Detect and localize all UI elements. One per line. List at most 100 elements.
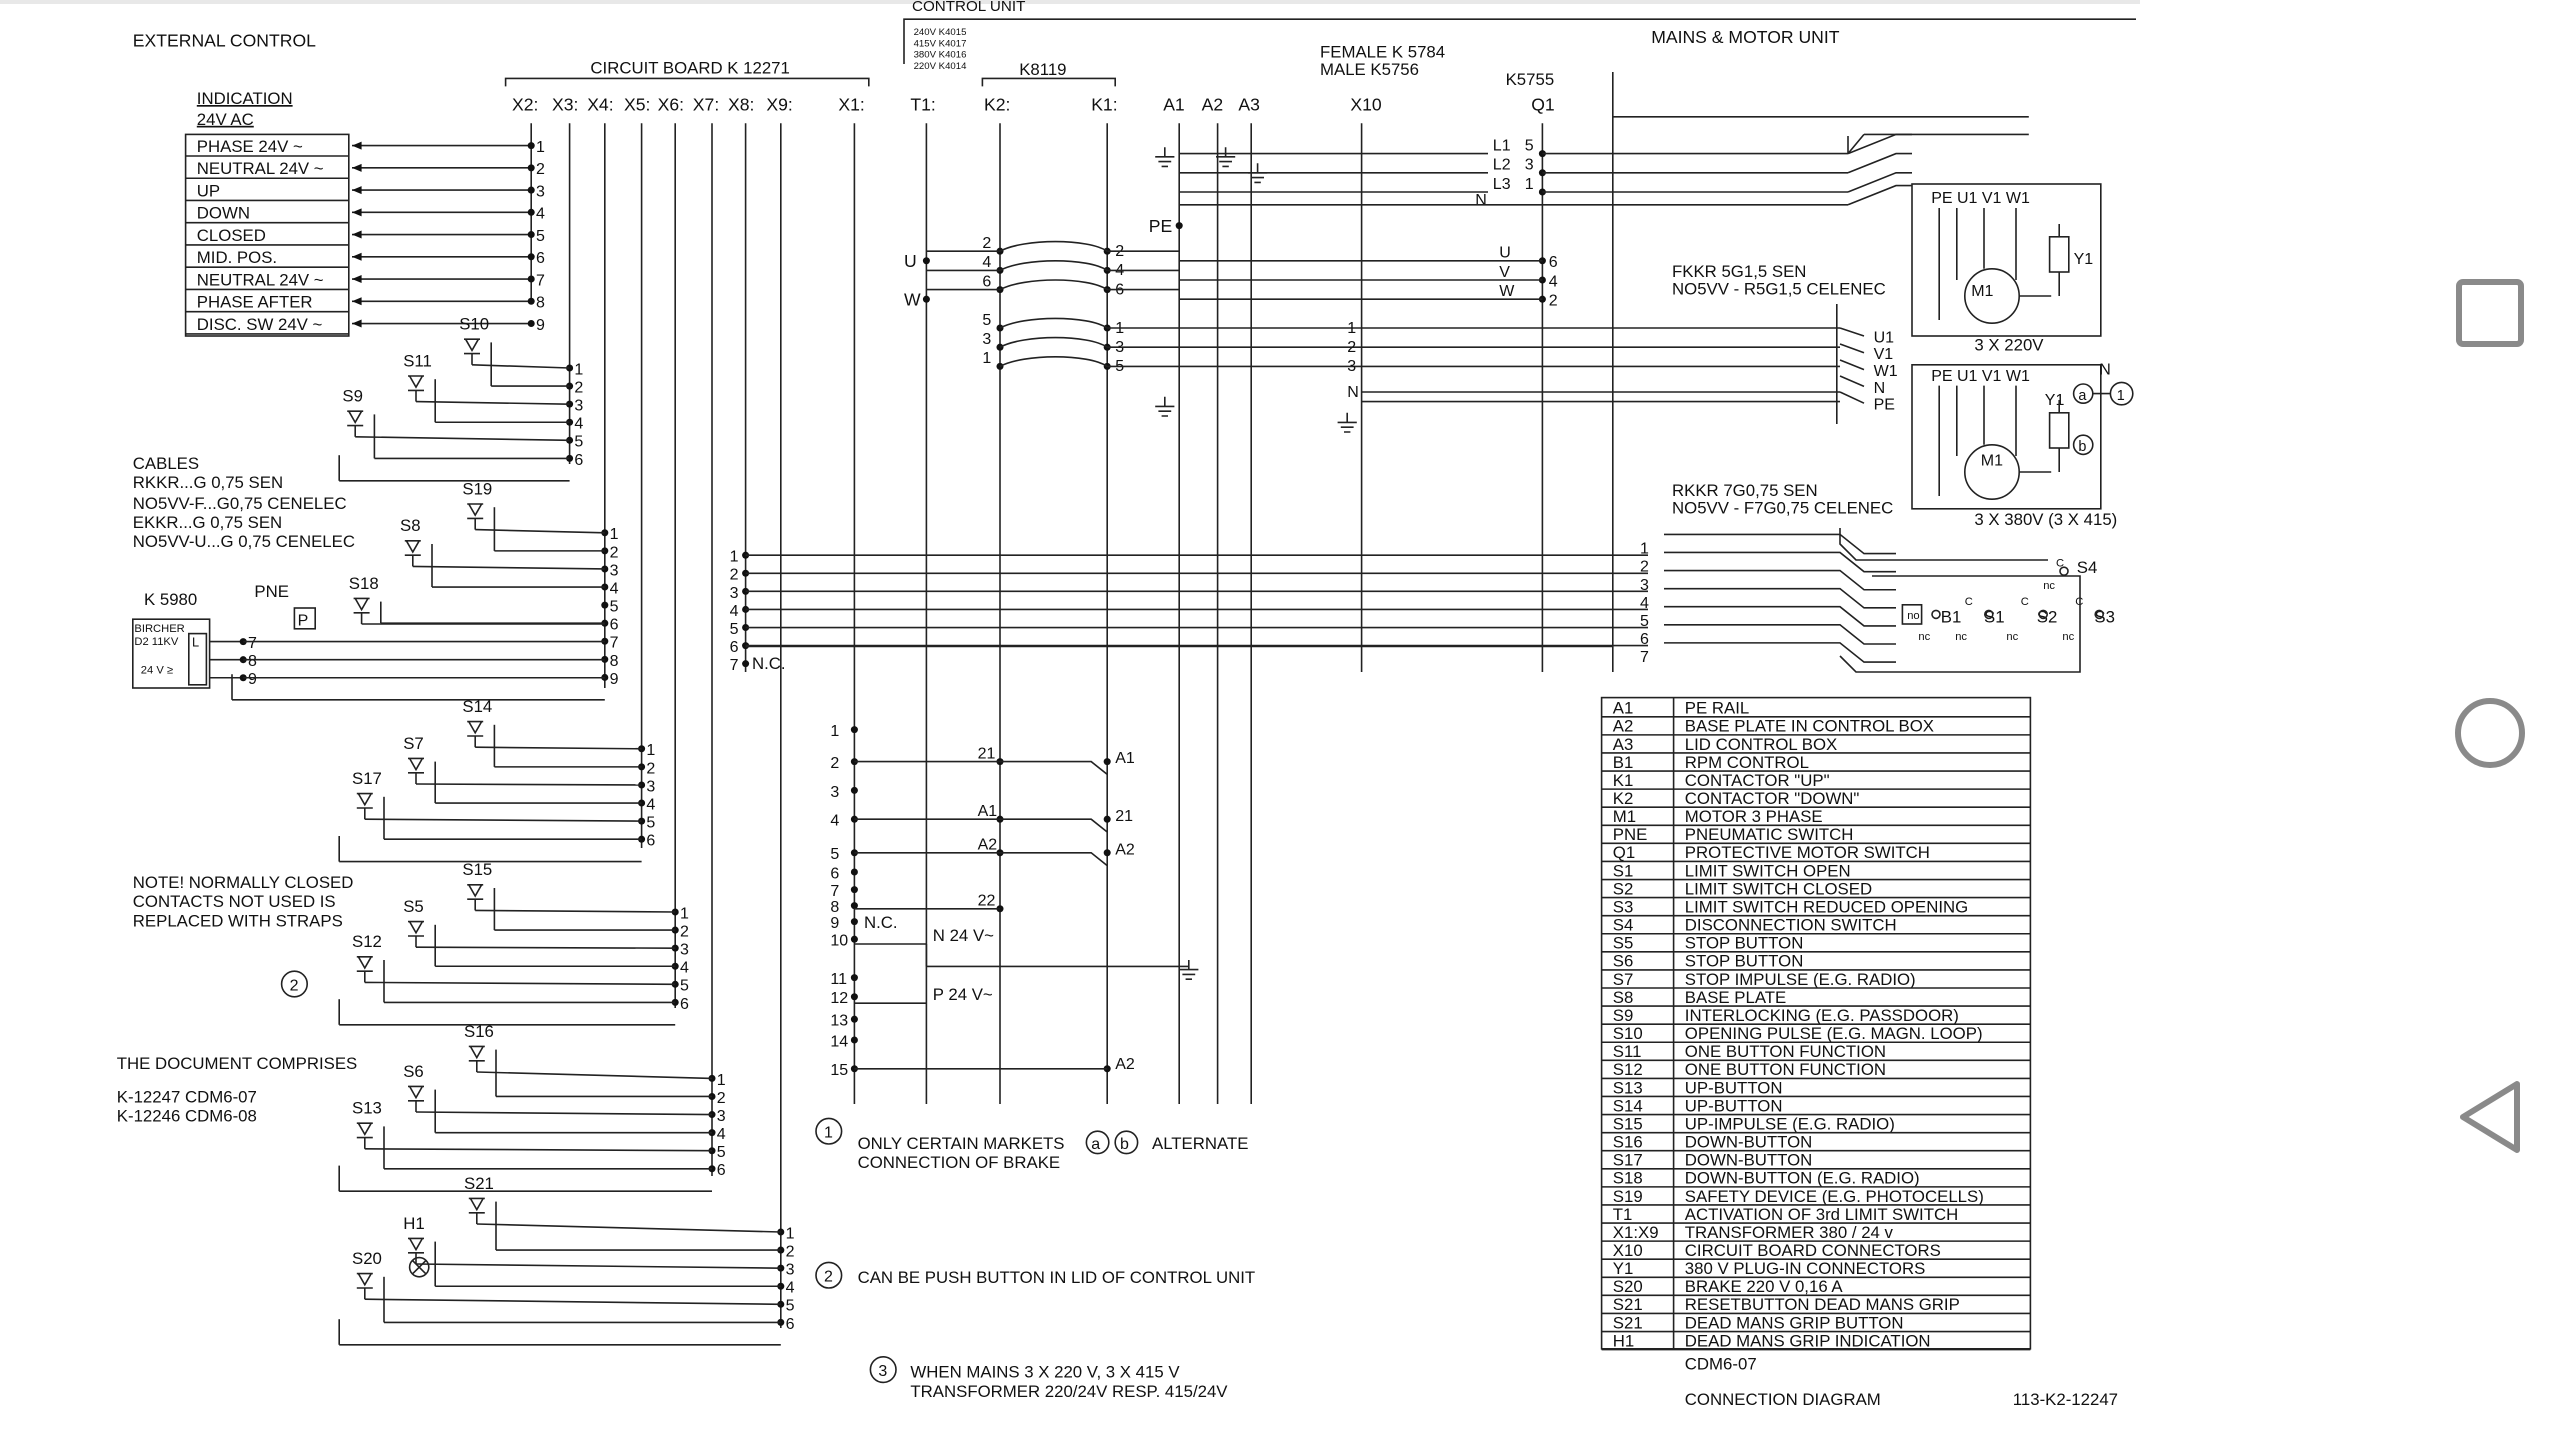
terminal-number: 9 bbox=[610, 671, 619, 688]
terminal-number: 8 bbox=[536, 295, 545, 312]
legend-value: BASE PLATE bbox=[1685, 988, 1786, 1007]
switch-wire bbox=[415, 1263, 781, 1269]
connector-label: Q1 bbox=[1531, 94, 1554, 114]
connector-label: A3 bbox=[1238, 94, 1260, 114]
bircher-volt: 24 V ≥ bbox=[141, 665, 173, 677]
footnote-3-num: 3 bbox=[878, 1363, 887, 1380]
mains-wire bbox=[1847, 133, 1913, 155]
bircher-relay bbox=[188, 632, 208, 686]
legend-key: S21 bbox=[1613, 1313, 1643, 1332]
terminal-number: 4 bbox=[536, 206, 545, 223]
terminal-number: 3 bbox=[786, 1262, 795, 1279]
circle-icon[interactable] bbox=[2445, 688, 2535, 778]
note-line: NOTE! NORMALLY CLOSED bbox=[133, 873, 354, 892]
footer-code: CDM6-07 bbox=[1685, 1355, 1757, 1374]
terminal-number: 3 bbox=[574, 398, 583, 415]
arrow-icon bbox=[352, 163, 362, 172]
switch-icon bbox=[356, 792, 373, 809]
switch-icon bbox=[408, 1085, 425, 1102]
arrow-icon bbox=[352, 275, 362, 284]
bircher-label: BIRCHER bbox=[134, 623, 184, 635]
legend-value: STOP BUTTON bbox=[1685, 952, 1804, 971]
motor2-brake bbox=[2048, 412, 2070, 449]
square-icon[interactable] bbox=[2445, 268, 2535, 358]
legend-value: ACTIVATION OF 3rd LIMIT SWITCH bbox=[1685, 1205, 1958, 1224]
motor2-note: 1 bbox=[2117, 388, 2125, 404]
q1-terminal-1: 1 bbox=[1525, 176, 1534, 193]
switch-label: S9 bbox=[342, 387, 363, 406]
mains-wire bbox=[1847, 184, 1913, 206]
switch-wire bbox=[364, 1148, 713, 1152]
terminal-number: 1 bbox=[982, 350, 991, 367]
w-label: W bbox=[904, 290, 921, 310]
indication-row-label: DOWN bbox=[197, 204, 250, 223]
k5755-label: K5755 bbox=[1506, 70, 1555, 89]
motor2-y: Y1 bbox=[2045, 392, 2065, 409]
cables-text: NO5VV-U...G 0,75 CENELEC bbox=[133, 532, 355, 551]
terminal-number: 3 bbox=[1347, 358, 1356, 375]
terminal-dot bbox=[850, 868, 858, 876]
limit-switch-icon bbox=[2094, 609, 2105, 620]
footnote-1-num: 1 bbox=[824, 1125, 833, 1142]
indication-row-label: NEUTRAL 24V ~ bbox=[197, 270, 324, 289]
switch-label: S8 bbox=[400, 516, 421, 535]
switch-icon bbox=[356, 1272, 373, 1289]
relay-wire bbox=[854, 818, 1108, 833]
terminal-number: 4 bbox=[830, 813, 839, 830]
legend-value: RESETBUTTON DEAD MANS GRIP bbox=[1685, 1295, 1960, 1314]
legend-value: 380 V PLUG-IN CONNECTORS bbox=[1685, 1259, 1926, 1278]
terminal-number: 6 bbox=[717, 1162, 726, 1179]
female-label: FEMALE K 5784 bbox=[1320, 43, 1445, 62]
switch-label: S11 bbox=[403, 351, 432, 370]
legend-key: S10 bbox=[1613, 1024, 1643, 1043]
motor1-box bbox=[1911, 183, 2102, 337]
legend-key: H1 bbox=[1613, 1331, 1634, 1350]
mains-wire bbox=[1847, 152, 1913, 174]
terminal-number: 6 bbox=[574, 452, 583, 469]
terminal-number: 4 bbox=[1549, 273, 1558, 290]
switch-wire bbox=[475, 909, 676, 913]
bircher-d2: D2 11KV bbox=[134, 636, 178, 648]
terminal-number: A1 bbox=[1115, 750, 1135, 767]
p24-label: P 24 V~ bbox=[933, 985, 993, 1004]
terminal-number: 1 bbox=[536, 139, 545, 156]
b1-sensor-icon bbox=[1901, 604, 1923, 625]
legend-key: S14 bbox=[1613, 1096, 1643, 1115]
terminal-number: 5 bbox=[830, 846, 839, 863]
switch-icon bbox=[468, 1197, 485, 1214]
contactor-wire bbox=[926, 260, 1180, 272]
connector-label: K2: bbox=[984, 94, 1010, 114]
legend-key: S17 bbox=[1613, 1151, 1643, 1170]
switch-icon bbox=[468, 1045, 485, 1062]
legend-key: S11 bbox=[1613, 1042, 1642, 1061]
legend-value: CIRCUIT BOARD CONNECTORS bbox=[1685, 1241, 1941, 1260]
legend-value: UP-BUTTON bbox=[1685, 1096, 1783, 1115]
external-control-label: EXTERNAL CONTROL bbox=[133, 30, 316, 50]
switch-label: H1 bbox=[403, 1214, 424, 1233]
terminal-number: 6 bbox=[536, 250, 545, 267]
s1-c: C bbox=[1965, 596, 1973, 608]
connector-label: X5: bbox=[624, 94, 650, 114]
terminal-dot bbox=[850, 726, 858, 734]
switch-icon bbox=[467, 720, 484, 737]
cables-text: CABLES bbox=[133, 454, 199, 473]
terminal-dot bbox=[742, 660, 750, 668]
terminal-number: 3 bbox=[730, 585, 739, 602]
triangle-icon[interactable] bbox=[2445, 1072, 2535, 1162]
legend-key: Y1 bbox=[1613, 1259, 1634, 1278]
terminal-number: 11 bbox=[830, 971, 847, 988]
terminal-number: 2 bbox=[536, 161, 545, 178]
terminal-number: 9 bbox=[830, 915, 839, 932]
arrow-icon bbox=[352, 208, 362, 217]
bircher-l: L bbox=[192, 634, 199, 649]
legend-key: B1 bbox=[1613, 753, 1634, 772]
legend-value: MOTOR 3 PHASE bbox=[1685, 807, 1823, 826]
legend-value: BRAKE 220 V 0,16 A bbox=[1685, 1277, 1844, 1296]
bircher-box bbox=[132, 618, 211, 689]
legend-value: DEAD MANS GRIP INDICATION bbox=[1685, 1331, 1931, 1350]
terminal-dot bbox=[850, 1015, 858, 1023]
legend-key: S16 bbox=[1613, 1133, 1643, 1152]
terminal-dot bbox=[777, 1264, 785, 1272]
rkkr-wire bbox=[1664, 642, 1897, 663]
